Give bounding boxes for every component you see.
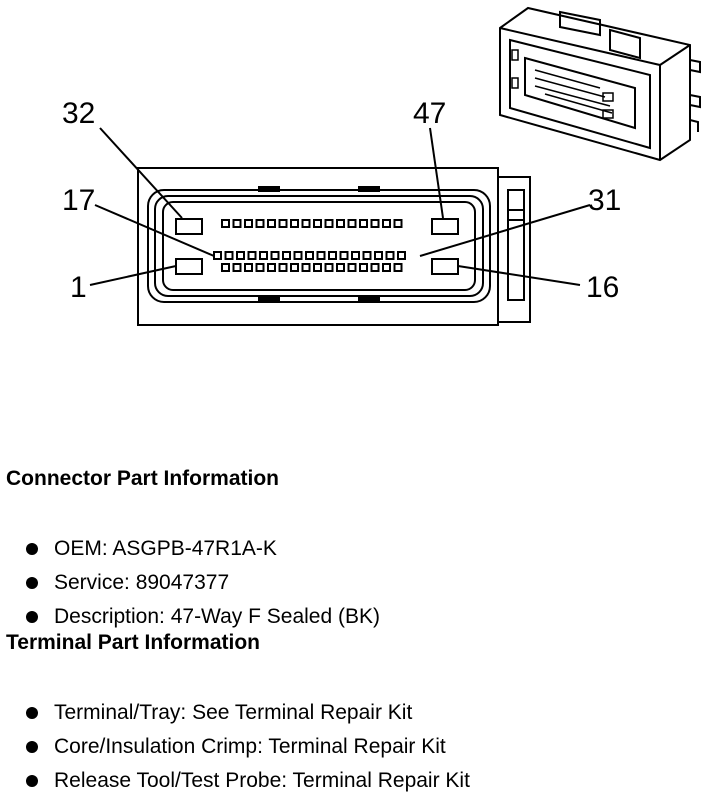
pin-cavity-large	[175, 258, 203, 275]
pin-cavity-small	[382, 263, 391, 272]
bullet-icon	[26, 775, 38, 787]
pin-cavity-small	[339, 251, 349, 260]
pin-cavity-small	[362, 251, 372, 260]
connector-part-list: OEM: ASGPB-47R1A-K Service: 89047377 Des…	[0, 536, 704, 638]
pin-cavity-small	[244, 219, 253, 228]
pin-cavity-small	[385, 251, 395, 260]
pin-cavity-small	[282, 251, 291, 260]
list-item: Release Tool/Test Probe: Terminal Repair…	[0, 768, 704, 802]
connector-part-information: Connector Part Information OEM: ASGPB-47…	[0, 466, 704, 638]
list-item-text: Description: 47-Way F Sealed (BK)	[54, 605, 381, 628]
pin-cavity-small	[267, 263, 276, 272]
bullet-icon	[26, 543, 38, 555]
pin-label-1: 1	[70, 271, 87, 304]
bullet-icon	[26, 611, 38, 623]
pin-cavity-small	[370, 219, 380, 228]
pin-cavity-small	[270, 251, 280, 260]
pin-cavity-small	[370, 263, 380, 272]
pin-cavity-small	[255, 219, 265, 228]
pin-cavity-small	[224, 251, 234, 260]
list-item-text: Release Tool/Test Probe: Terminal Repair…	[54, 769, 470, 792]
list-item-text: OEM: ASGPB-47R1A-K	[54, 537, 277, 560]
pin-cavity-small	[313, 263, 322, 272]
list-item: Description: 47-Way F Sealed (BK)	[0, 604, 704, 638]
pin-cavity-small	[374, 251, 383, 260]
pin-cavity-small	[351, 251, 360, 260]
terminal-part-heading: Terminal Part Information	[6, 631, 260, 654]
pin-cavity-small	[255, 263, 265, 272]
pin-cavity-small	[301, 219, 311, 228]
pin-cavity-small	[347, 263, 357, 272]
pin-cavity-small	[316, 251, 326, 260]
terminal-part-information: Terminal Part Information Terminal/Tray:…	[0, 630, 704, 802]
list-item-text: Service: 89047377	[54, 571, 230, 594]
pin-cavity-small	[359, 263, 368, 272]
list-item-text: Terminal/Tray: See Terminal Repair Kit	[54, 701, 413, 724]
bullet-icon	[26, 741, 38, 753]
pin-cavity-small	[236, 251, 245, 260]
pin-cavity-small	[293, 251, 303, 260]
pin-cavity-small	[244, 263, 253, 272]
pin-cavity-small	[328, 251, 337, 260]
pin-label-32: 32	[62, 97, 95, 130]
bullet-icon	[26, 707, 38, 719]
pin-cavity-small	[324, 219, 334, 228]
pin-cavity-small	[393, 263, 403, 272]
pin-cavity-small	[290, 219, 299, 228]
pin-cavity-small	[313, 219, 322, 228]
pin-cavity-small	[278, 263, 288, 272]
terminal-part-list: Terminal/Tray: See Terminal Repair Kit C…	[0, 700, 704, 802]
pin-cavity-small	[267, 219, 276, 228]
pin-cavity-small	[232, 263, 242, 272]
pin-cavity-small	[213, 251, 222, 260]
connector-part-heading: Connector Part Information	[6, 467, 280, 490]
pin-cavity-small	[397, 251, 406, 260]
pin-cavity-small	[382, 219, 391, 228]
pin-cavity-small	[393, 219, 403, 228]
pin-cavity-small	[247, 251, 257, 260]
pin-cavity-small	[347, 219, 357, 228]
leader-lines	[89, 127, 591, 286]
pin-label-31: 31	[588, 184, 621, 217]
pin-label-47: 47	[413, 97, 446, 130]
pin-cavity-large	[431, 218, 459, 235]
connector-face-diagram: 32 47 17 31 1 16	[62, 6, 701, 326]
bullet-icon	[26, 577, 38, 589]
list-item: OEM: ASGPB-47R1A-K	[0, 536, 704, 570]
pin-label-16: 16	[586, 271, 619, 304]
pin-label-17: 17	[62, 184, 95, 217]
pin-cavity-large	[431, 258, 459, 275]
pin-cavity-small	[324, 263, 334, 272]
list-item: Terminal/Tray: See Terminal Repair Kit	[0, 700, 704, 734]
pin-cavity-small	[336, 263, 345, 272]
list-item: Core/Insulation Crimp: Terminal Repair K…	[0, 734, 704, 768]
pin-cavity-large	[175, 218, 203, 235]
pin-cavity-small	[301, 263, 311, 272]
pin-cavity-small	[359, 219, 368, 228]
pin-cavity-small	[259, 251, 268, 260]
pin-cavity-small	[221, 263, 230, 272]
pin-cavity-small	[278, 219, 288, 228]
pin-labels: 32 47 17 31 1 16	[62, 97, 621, 304]
pin-cavity-small	[232, 219, 242, 228]
connector-pins	[175, 218, 459, 275]
pin-cavity-small	[305, 251, 314, 260]
connector-face	[137, 167, 531, 326]
pin-cavity-small	[221, 219, 230, 228]
list-item: Service: 89047377	[0, 570, 704, 604]
connector-3d-view	[499, 6, 701, 162]
list-item-text: Core/Insulation Crimp: Terminal Repair K…	[54, 735, 446, 758]
pin-cavity-small	[336, 219, 345, 228]
pin-cavity-small	[290, 263, 299, 272]
